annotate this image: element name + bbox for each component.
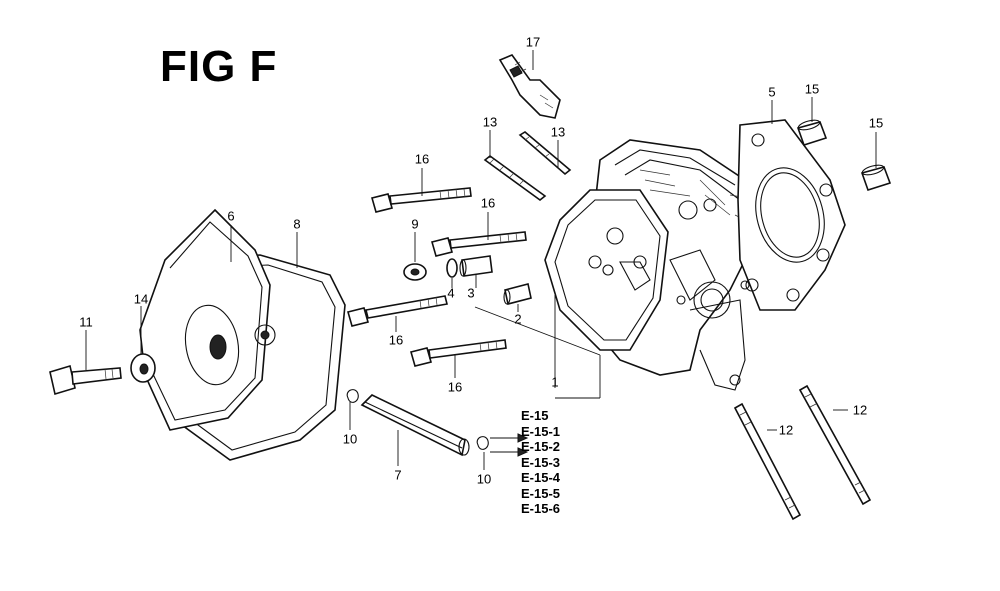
figure-title: FIG F bbox=[160, 42, 278, 91]
callout-6: 6 bbox=[227, 208, 235, 224]
callout-2: 2 bbox=[514, 311, 522, 327]
cover-washer-and-bolt bbox=[49, 353, 156, 396]
callout-3: 3 bbox=[467, 285, 475, 301]
callout-7: 7 bbox=[394, 467, 402, 483]
reference-item: E-15-5 bbox=[521, 485, 561, 501]
callout-11: 11 bbox=[79, 314, 93, 330]
reference-item: E-15-2 bbox=[521, 439, 561, 454]
callout-10-left: 10 bbox=[342, 431, 358, 447]
head-cover bbox=[139, 208, 346, 461]
breather-hose-and-clips bbox=[346, 389, 489, 457]
callout-5: 5 bbox=[768, 84, 776, 100]
callout-13-right: 13 bbox=[550, 124, 566, 140]
head-bolts-16 bbox=[347, 187, 527, 367]
callout-15-left: 15 bbox=[804, 81, 820, 97]
spark-plug bbox=[498, 54, 561, 119]
reference-item: E-15-3 bbox=[521, 454, 561, 470]
reference-item: E-15-1 bbox=[521, 423, 561, 439]
leader-lines bbox=[85, 50, 877, 470]
reference-list: E-15 E-15-1 E-15-2 E-15-3 E-15-4 E-15-5 … bbox=[521, 408, 560, 517]
callout-16-top: 16 bbox=[414, 151, 430, 167]
small-parts bbox=[403, 255, 532, 305]
callout-9: 9 bbox=[411, 216, 419, 232]
dowel-pins-15 bbox=[796, 119, 892, 191]
rocker-box-face bbox=[544, 189, 669, 351]
studs-13 bbox=[483, 131, 572, 202]
callout-1: 1 bbox=[551, 374, 559, 390]
callout-4: 4 bbox=[447, 285, 455, 301]
callout-15-right: 15 bbox=[868, 115, 884, 131]
callout-16-bottom: 16 bbox=[447, 379, 463, 395]
callout-12-left: 12 bbox=[778, 422, 794, 438]
callout-16-lower: 16 bbox=[388, 332, 404, 348]
callout-14: 14 bbox=[133, 291, 149, 307]
studs-12 bbox=[733, 384, 872, 521]
callout-8: 8 bbox=[293, 216, 301, 232]
reference-item: E-15-6 bbox=[521, 501, 561, 516]
callout-13-left: 13 bbox=[482, 114, 498, 130]
callout-12-right: 12 bbox=[852, 402, 868, 418]
callout-17: 17 bbox=[525, 34, 541, 50]
callout-10-right: 10 bbox=[476, 471, 492, 487]
head-gasket bbox=[737, 119, 846, 311]
callout-16-mid: 16 bbox=[480, 195, 496, 211]
reference-item: E-15-4 bbox=[521, 470, 561, 485]
reference-item: E-15 bbox=[521, 408, 549, 423]
